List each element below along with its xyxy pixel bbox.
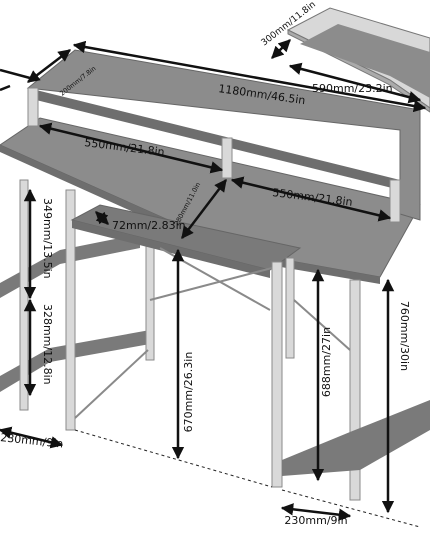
clearance-height-label: 670mm/26.3in: [182, 352, 195, 433]
right-inner-height-label: 688mm/27in: [320, 327, 333, 397]
left-shelf-width-label: 230mm/9in: [0, 431, 64, 451]
dimension-arrows: [0, 39, 427, 521]
side-board-width-label: 590mm/23.2in: [312, 82, 393, 95]
right-shelf-width-label: 230mm/9in: [284, 514, 347, 527]
left-upper-shelf-label: 349mm/13.5in: [41, 198, 54, 279]
left-lower-shelf-label: 328mm/12.8in: [41, 304, 54, 385]
total-height-label: 760mm/30in: [398, 301, 411, 371]
keyboard-tray-label: 72mm/2.83in: [112, 219, 186, 232]
